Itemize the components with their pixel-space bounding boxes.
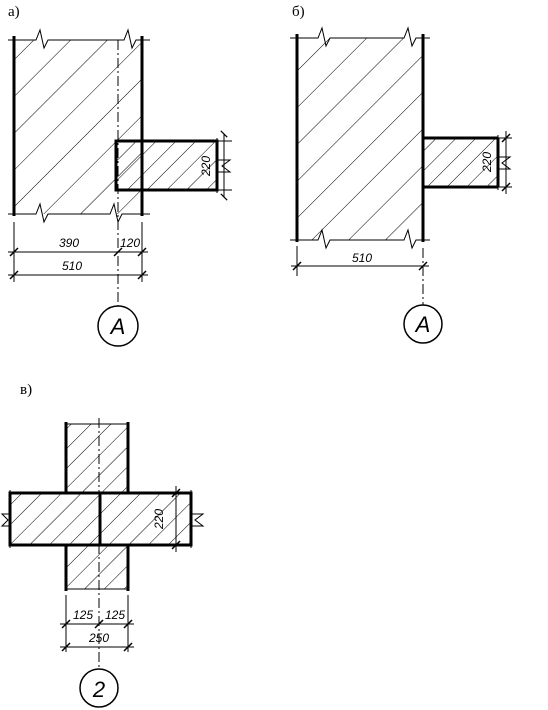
panel-v-axis-bubble: 2 xyxy=(79,668,119,708)
panel-a: а) 220 xyxy=(8,4,232,347)
panel-v: в) xyxy=(0,382,205,708)
panel-v-slab-dimension: 220 xyxy=(152,486,184,552)
panel-b-slab-dimension: 220 xyxy=(480,131,512,194)
panel-b-wall xyxy=(290,26,430,250)
panel-v-dim-total: 250 xyxy=(88,631,109,645)
panel-b-slab xyxy=(423,135,512,190)
panel-b-horizontal-dimensions: 510 xyxy=(291,246,429,276)
panel-a-slab-dimension: 220 xyxy=(199,130,232,201)
panel-v-axis-label: 2 xyxy=(92,677,105,702)
panel-b-label: б) xyxy=(292,4,305,20)
panel-v-label: в) xyxy=(20,382,32,398)
panel-b-axis-label: А xyxy=(414,312,431,337)
panel-a-dim-wall-part: 390 xyxy=(59,236,79,250)
panel-a-dim-pier-part: 120 xyxy=(120,236,140,250)
panel-v-horizontal-dimensions: 125 125 250 xyxy=(60,595,134,652)
panel-b-dim-slab: 220 xyxy=(480,152,494,173)
panel-a-dim-total: 510 xyxy=(62,259,82,273)
panel-a-label: а) xyxy=(8,4,20,20)
panel-v-slab xyxy=(0,490,205,548)
panel-v-wall-top xyxy=(64,422,130,493)
panel-a-wall xyxy=(8,28,150,224)
panel-v-dim-slab: 220 xyxy=(152,509,166,530)
panel-v-dim-left: 125 xyxy=(73,608,93,622)
panel-a-axis-bubble: А xyxy=(97,305,139,347)
panel-a-slab xyxy=(114,138,232,193)
panel-b-axis-bubble: А xyxy=(403,304,443,344)
panel-v-dim-right: 125 xyxy=(105,608,125,622)
panel-a-horizontal-dimensions: 390 120 510 xyxy=(8,222,148,282)
panel-b: б) 220 xyxy=(290,4,512,344)
panel-v-wall-bottom xyxy=(64,545,130,591)
panel-a-axis-label: А xyxy=(109,314,126,339)
panel-a-dim-slab: 220 xyxy=(199,156,213,177)
panel-b-dim-total: 510 xyxy=(352,251,372,265)
